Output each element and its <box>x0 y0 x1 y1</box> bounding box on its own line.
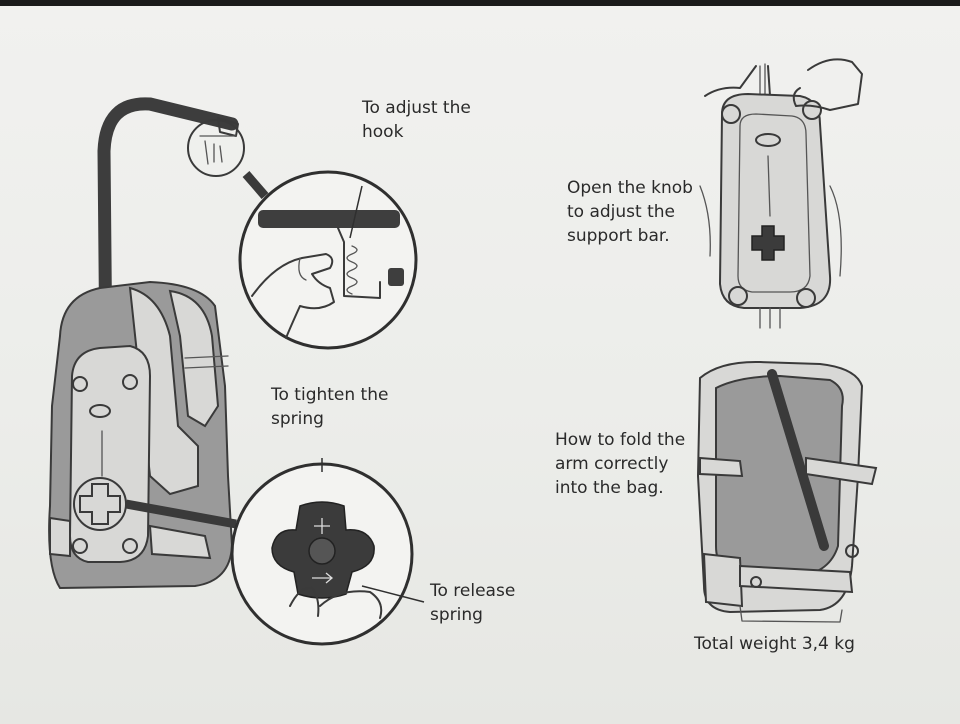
caption-adjust-hook: To adjust the hook <box>362 98 471 142</box>
hook-detail-circle <box>238 170 418 350</box>
instruction-sheet: To adjust the hook Open the knob to adju… <box>0 6 960 724</box>
caption-total-weight: Total weight 3,4 kg <box>694 634 855 654</box>
caption-open-knob: Open the knob to adjust the support bar. <box>567 178 693 246</box>
caption-release-spring: To release spring <box>430 581 516 625</box>
spring-knob-detail-circle <box>230 458 425 646</box>
back-plate-knob-illustration <box>699 58 863 329</box>
vest-with-arm-illustration <box>48 97 269 590</box>
illustrations <box>48 58 878 646</box>
folded-vest-illustration <box>696 360 878 623</box>
caption-fold-arm: How to fold the arm correctly into the b… <box>555 430 686 498</box>
caption-tighten-spring: To tighten the spring <box>271 385 389 429</box>
